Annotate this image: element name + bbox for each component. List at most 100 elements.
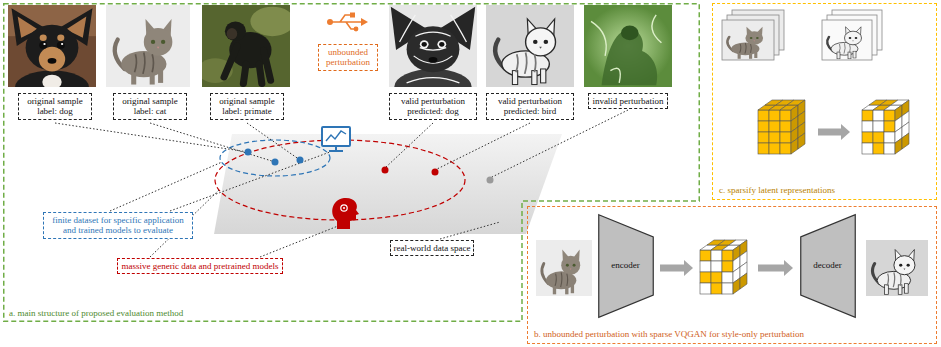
node-text: decoder [813,261,841,271]
pdog-image [389,5,477,87]
sparse-latent-cube [700,283,711,294]
pdog-image [420,40,429,48]
invalid-image [584,5,672,87]
latent-cube [758,121,769,132]
panel-frame: c. sparsify latent representations [712,3,937,200]
usb-icon [331,15,362,29]
sparse-latent-cube [700,240,747,294]
invalid-image [591,21,606,55]
pcat-image [525,53,527,74]
node-text: massive generic data and pretrained mode… [121,261,278,271]
invalid-image [621,26,639,41]
latent-cube [780,143,791,154]
cat-image [553,285,556,295]
invalid-image [584,5,672,87]
primate-image [224,46,237,77]
latent-cube [791,138,798,154]
encoder-block: encoder [598,214,654,318]
pcatw-image [849,44,851,53]
sparse-latent-cube [884,132,895,143]
cat-image [738,52,741,59]
pcat-image [532,71,537,85]
node-text: original sample label: primate [214,96,280,117]
cat-image [131,71,136,85]
pcatw-image [853,51,856,58]
pcatw-image [849,37,852,39]
sparse-latent-cube [873,110,884,121]
pdog-image [407,78,460,83]
pcat-image [866,240,928,296]
usb-icon [354,27,359,32]
pdog-image [415,32,450,36]
sparse-latent-cube [902,133,909,149]
cat-image [749,52,752,59]
cat-image [536,240,592,296]
latent-cube [780,110,791,121]
panel-caption: a. main structure of proposed evaluation… [9,309,183,319]
pdog-image [389,5,477,87]
cat-image [565,285,568,295]
cat-image [158,69,163,83]
cat-image [561,272,562,287]
sparse-latent-cube [722,272,733,283]
cat-image [555,274,556,286]
pcat-image [904,284,908,294]
dog-image [8,5,96,87]
pcat-image [887,274,888,286]
sample-dots [245,149,252,156]
cat-image [756,37,759,39]
leader-lines [170,152,330,211]
pdog-image [400,15,416,42]
pcat-image [516,54,518,72]
dog-image [39,47,65,72]
latent-cube [780,121,791,132]
leader-lines [435,123,530,170]
pcatw-image [822,20,872,60]
sparse-latent-cube [733,278,740,294]
cat-image [106,5,190,87]
pcat-image [899,264,902,267]
pcat-image [544,40,549,44]
pcatw-image [855,37,858,39]
cat-image [106,5,190,87]
usb-icon [327,13,368,32]
sample-label: valid perturbation predicted: dog [389,93,477,120]
sparse-latent-cube [862,143,873,154]
cat-image [135,54,137,72]
node-text: finite dataset for specific application … [47,215,189,236]
sparse-latent-cube [862,132,873,143]
sparse-latent-cube [711,272,722,283]
pcat-image [907,264,910,267]
cat-image [571,284,574,294]
pdog-image [439,42,444,47]
sparse-latent-cube [884,110,895,121]
data-regions [220,140,330,176]
primate-image [243,64,246,84]
cat-image [536,240,592,296]
cat-image [161,40,165,44]
cat-image [722,20,774,60]
head-icon [341,205,347,211]
sparse-latent-cube [722,250,733,261]
cat-image [750,37,753,39]
sample-dots [272,159,279,166]
pcatw-image [845,31,862,45]
pcat-image [893,272,894,287]
region-label: real-world data space [390,240,475,256]
pcat-image [898,285,902,295]
node-text: original sample label: cat [117,96,183,117]
dog-image [48,58,57,64]
pdog-image [422,42,427,47]
region-label: finite dataset for specific application … [43,212,193,239]
sparse-latent-cube [884,143,895,154]
cat-image [561,256,580,275]
cat-image [143,53,145,74]
cat-image [573,264,576,267]
pcat-image [899,274,901,286]
latent-cube [758,132,769,143]
pdog-image [429,57,438,63]
dog-image [43,43,45,45]
monitor-icon [326,131,346,141]
